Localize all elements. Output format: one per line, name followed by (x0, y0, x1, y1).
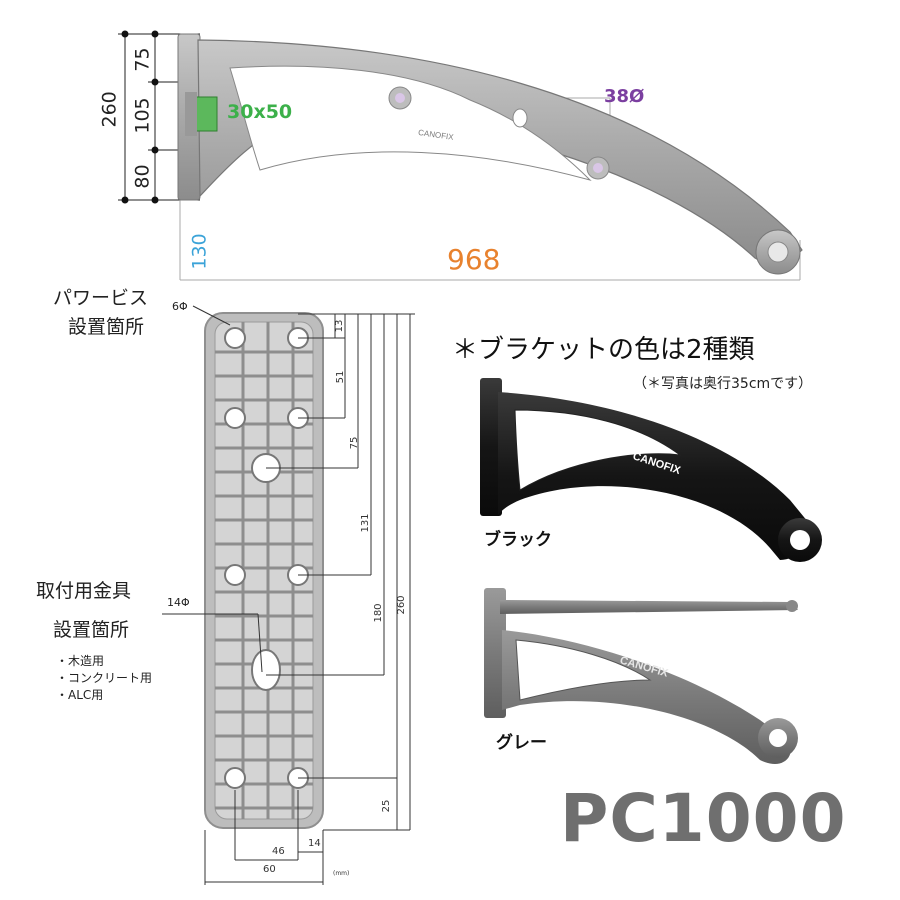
base-plate-image (204, 312, 324, 829)
unit-mm: (mm) (333, 870, 350, 877)
gray-color-label: グレー (496, 733, 547, 753)
dimension-dots (121, 30, 159, 204)
gray-bracket-image: CANOFIX (484, 588, 798, 764)
photo-note: （＊写真は奥行35cmです） (633, 376, 813, 392)
dim-968-label: 968 (447, 243, 501, 276)
hole-6phi-label: 6Φ (172, 300, 188, 313)
dim-80-label: 80 (131, 164, 154, 189)
silver-bracket-image: CANOFIX (177, 33, 803, 275)
dim-75-label: 75 (131, 47, 154, 72)
plate-dimension-lines (162, 305, 415, 885)
dim-131: 131 (360, 513, 371, 533)
black-color-label: ブラック (484, 530, 552, 550)
dim-60: 60 (263, 864, 276, 875)
bracket-location-label-line1: 取付用金具 (36, 580, 132, 602)
use-wood: ・木造用 (56, 654, 105, 668)
use-concrete: ・コンクリート用 (56, 671, 153, 685)
dim-180: 180 (373, 603, 384, 623)
colors-heading: ＊ブラケットの色は2種類 (452, 335, 755, 365)
black-bracket-image: CANOFIX (480, 378, 822, 562)
hole-14phi-label: 14Φ (167, 596, 190, 609)
bracket-location-label-line2: 設置箇所 (53, 619, 130, 641)
top-dimension-lines (118, 33, 801, 281)
model-name: PC1000 (560, 780, 847, 857)
hole-38-label: 38Ø (604, 86, 645, 107)
dim-51: 51 (335, 370, 346, 384)
dim-75: 75 (349, 436, 360, 450)
use-alc: ・ALC用 (56, 688, 104, 702)
dim-260: 260 (396, 595, 407, 615)
dim-105-label: 105 (131, 97, 154, 134)
dim-14: 14 (308, 838, 321, 849)
screw-location-label-line2: 設置箇所 (68, 316, 145, 338)
dim-260-label: 260 (98, 91, 121, 128)
dim-13: 13 (334, 319, 345, 333)
screw-location-label-line1: パワービス (53, 287, 149, 309)
size-30x50-label: 30x50 (227, 101, 293, 123)
dim-25: 25 (381, 799, 392, 813)
dim-46: 46 (272, 846, 285, 857)
dim-130-label: 130 (188, 233, 211, 270)
